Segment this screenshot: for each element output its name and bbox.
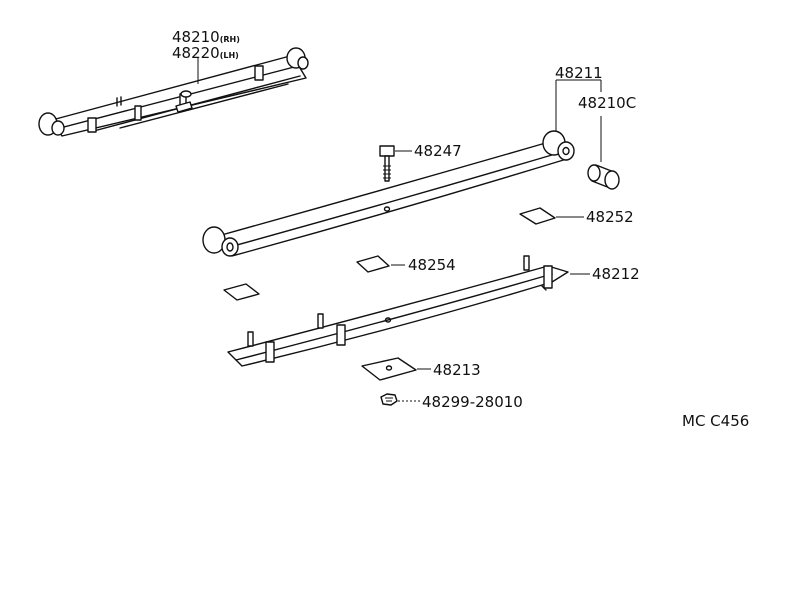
label-48220-suffix: (LH) [220,51,239,60]
part-number-48210: 48210 [172,28,220,46]
label-48299: 48299-28010 [422,393,523,411]
bracket-48211 [555,79,602,162]
pad-48252 [519,207,556,225]
pad-unlabeled [223,283,260,301]
part-number-48220: 48220 [172,44,220,62]
label-48210-suffix: (RH) [220,35,240,44]
bushing [587,164,620,190]
label-48211: 48211 [555,64,603,82]
label-48213: 48213 [433,361,481,379]
label-48210: 48210(RH) [172,28,240,46]
catalog-code: MC C456 [682,412,749,430]
leaf-spring-assembly [38,47,309,137]
label-48247: 48247 [414,142,462,160]
second-leaf [227,255,569,367]
main-leaf [202,130,575,257]
nut [380,393,398,406]
label-48212: 48212 [592,265,640,283]
label-48210c: 48210C [578,94,636,112]
pad-48254 [356,255,390,273]
label-48220: 48220(LH) [172,44,239,62]
seat-plate [361,357,417,381]
label-48254: 48254 [408,256,456,274]
center-bolt [379,145,395,182]
label-48252: 48252 [586,208,634,226]
